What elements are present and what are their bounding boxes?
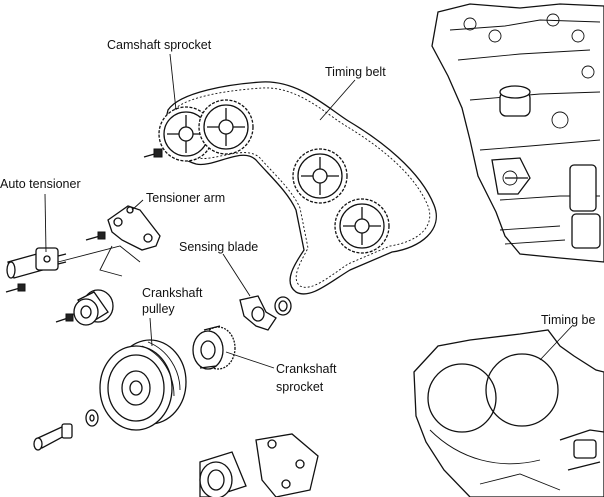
timing-belt bbox=[165, 81, 437, 295]
washer bbox=[85, 409, 99, 427]
crankshaft-pulley bbox=[99, 339, 187, 431]
label-auto-tensioner: Auto tensioner bbox=[0, 177, 81, 191]
lower-bracket bbox=[255, 433, 319, 497]
bolt-small-4 bbox=[55, 313, 74, 323]
label-camshaft-sprocket: Camshaft sprocket bbox=[107, 38, 212, 52]
crankshaft-bolt bbox=[33, 423, 73, 451]
bolt-small-3 bbox=[5, 283, 26, 293]
camshaft-sprocket-4 bbox=[334, 198, 390, 254]
label-crankshaft-pulley-line2: pulley bbox=[142, 302, 175, 316]
bolt-small-2 bbox=[85, 231, 106, 241]
label-timing-belt: Timing belt bbox=[325, 65, 386, 79]
bolt-small-1 bbox=[143, 148, 163, 158]
idler-pulley bbox=[73, 289, 114, 326]
crankshaft-sprocket bbox=[192, 325, 236, 370]
label-tensioner-arm: Tensioner arm bbox=[146, 191, 225, 205]
camshaft-sprocket-3 bbox=[292, 148, 348, 204]
camshaft-sprocket-2 bbox=[198, 99, 254, 155]
leader-lines bbox=[44, 53, 573, 369]
auto-tensioner bbox=[6, 247, 67, 279]
label-sensing-blade: Sensing blade bbox=[179, 240, 258, 254]
label-timing-belt-cover: Timing be bbox=[541, 313, 595, 327]
sensing-blade-washer bbox=[274, 296, 292, 316]
tensioner-arm bbox=[107, 205, 161, 251]
label-crankshaft-pulley-line1: Crankshaft bbox=[142, 286, 203, 300]
lower-idler bbox=[199, 451, 247, 497]
label-crankshaft-sprocket-line1: Crankshaft bbox=[276, 362, 337, 376]
timing-belt-cover bbox=[413, 329, 604, 497]
label-crankshaft-sprocket-line2: sprocket bbox=[276, 380, 324, 394]
engine-block bbox=[431, 3, 604, 263]
sensing-blade bbox=[239, 295, 277, 331]
